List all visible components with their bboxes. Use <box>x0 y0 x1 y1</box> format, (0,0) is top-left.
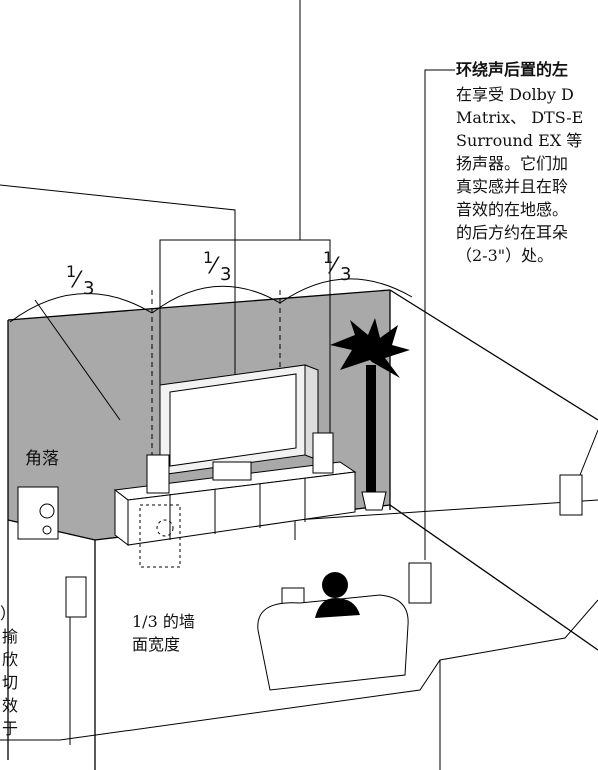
rear-note-line: 扬声器。它们加 <box>456 154 569 173</box>
left-cut-text: 效 <box>2 696 19 715</box>
left-cut-text: 切 <box>2 673 19 692</box>
rear-note-line: 真实感并且在聆 <box>456 177 569 196</box>
surround-left-speaker <box>65 576 87 618</box>
wall-width-label-line2: 面宽度 <box>132 635 181 654</box>
third-arcs <box>9 278 413 323</box>
wall-width-label-line1: 1/3 的墙 <box>132 612 195 631</box>
rear-note-line: 的后方约在耳朵 <box>456 223 569 242</box>
surround-back-left-speaker <box>408 562 432 604</box>
rear-note-line: （2-3"）处。 <box>456 246 554 265</box>
rear-note-line: Matrix、 DTS-E <box>456 108 584 127</box>
left-cut-text: ） <box>0 604 17 623</box>
sofa <box>257 594 409 691</box>
surround-right-speaker <box>559 474 583 516</box>
rear-note-line: Surround EX 等 <box>456 131 583 150</box>
left-cut-text: 欣 <box>2 650 19 669</box>
rear-note-line: 音效的在地感。 <box>456 200 569 219</box>
third-dividers <box>151 290 281 470</box>
palm-tree <box>330 318 410 511</box>
television <box>159 364 319 476</box>
listener <box>315 572 360 618</box>
left-cut-text: 于 <box>2 719 19 738</box>
rear-note-line: 在享受 Dolby D <box>456 85 574 104</box>
center-speaker <box>212 461 252 481</box>
left-cut-text: 揄 <box>2 627 19 646</box>
tv-stand <box>113 461 357 547</box>
front-right-speaker <box>312 432 334 474</box>
front-left-speaker <box>146 454 170 494</box>
corner-subwoofer <box>17 486 59 540</box>
alt-subwoofer <box>139 504 181 568</box>
corner-label: 角落 <box>25 449 59 469</box>
rear-note-heading: 环绕声后置的左 <box>456 60 569 79</box>
